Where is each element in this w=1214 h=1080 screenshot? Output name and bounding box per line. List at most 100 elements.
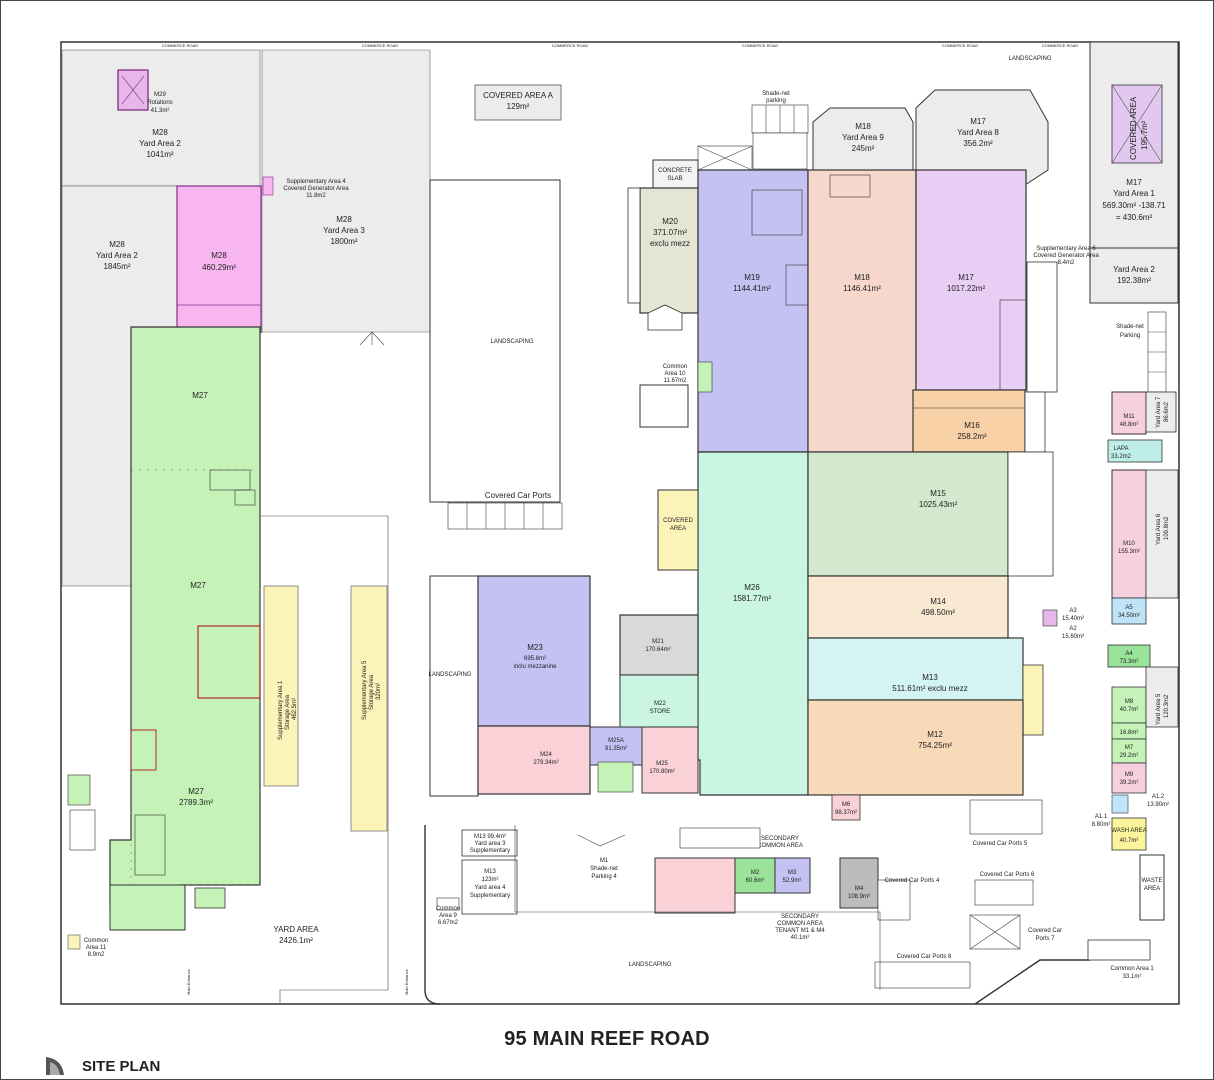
label: M13 (922, 673, 938, 682)
label: 195.7m² (1140, 120, 1149, 150)
zone-m18 (807, 169, 917, 453)
zone-m26 (697, 451, 809, 796)
label: 279.34m² (533, 760, 558, 766)
label: 91.35m² (605, 746, 627, 752)
zone-m4 (839, 857, 879, 909)
zone-common-area-9 (436, 897, 460, 911)
label: M23 (527, 643, 543, 652)
zone-m7 (1111, 738, 1147, 764)
legend: SITE PLAN (44, 1054, 160, 1078)
label: 1017.22m² (947, 284, 986, 293)
zone-m28-pink (176, 185, 262, 331)
label: STORE (650, 709, 671, 715)
label: Covered Car Ports 5 (973, 841, 1028, 847)
zone-m15 (807, 451, 1009, 577)
label: Area 9 (439, 913, 457, 919)
label: M18 (854, 273, 870, 282)
road-label: COMMERCE ROAD (1042, 43, 1079, 48)
label: Yard Area 9 (842, 133, 884, 142)
label: AREA (670, 526, 686, 532)
label: Covered Car (1028, 928, 1062, 934)
label: Yard Area 5 (1156, 693, 1162, 725)
label: 1800m² (330, 237, 357, 246)
label: AREA (1144, 886, 1160, 892)
zone-supp-area-5 (350, 585, 388, 832)
label: 73.3m² (1120, 659, 1139, 665)
label: 6.67m2 (438, 920, 459, 926)
label: exclu mezz (650, 239, 690, 248)
label: Yard Area 1 (1113, 189, 1155, 198)
label: Yard Area 2 (96, 251, 138, 260)
label: 371.07m² (653, 228, 687, 237)
label: Storage Area (285, 694, 291, 730)
label: 1845m² (103, 262, 130, 271)
label: 2789.3m² (179, 798, 213, 807)
label: Covered Car Ports 4 (885, 878, 940, 884)
label: 2426.1m² (279, 936, 313, 945)
label: M20 (662, 217, 678, 226)
label: Yard Area 8 (957, 128, 999, 137)
label: CONCRETE (658, 168, 692, 174)
zone-m21 (619, 614, 699, 676)
label: 1144.41m² (733, 284, 771, 293)
page-title: 95 MAIN REEF ROAD (504, 1028, 710, 1050)
label: M27 (188, 787, 204, 796)
label: SECONDARY (761, 836, 799, 842)
label: 1146.41m² (843, 284, 881, 293)
label: A3 (1069, 608, 1077, 614)
label: Parking 4 (591, 874, 617, 880)
zone-concrete-slab (652, 159, 699, 189)
label: Shade-net (590, 866, 618, 872)
label: 498.50m² (921, 608, 955, 617)
label: COMMON AREA (777, 921, 823, 927)
label: 109.8m2 (1164, 516, 1170, 540)
label: 356.2m² (963, 139, 993, 148)
zone-supp-area-1 (263, 585, 299, 787)
label: M8 (1125, 699, 1134, 705)
label: M24 (540, 752, 552, 758)
label: Yard area 3 (475, 841, 507, 847)
label: Yard Area 6 (1156, 513, 1162, 545)
label: 511.61m² exclu mezz (892, 684, 967, 693)
zone-m27 (109, 326, 261, 906)
label: parking (766, 98, 786, 104)
road-label: COMMERCE ROAD (362, 43, 399, 48)
label: 170.64m² (645, 647, 670, 653)
label: Yard Area 7 (1156, 396, 1162, 428)
label: Yard area 4 (475, 885, 507, 891)
label: M13 (484, 869, 496, 875)
label: 8.80m² (1092, 822, 1111, 828)
label: M4 (855, 886, 864, 892)
zone-covered-area-mid (657, 489, 699, 571)
road-label: COMMERCE ROAD (162, 43, 199, 48)
road-label: COMMERCE ROAD (942, 43, 979, 48)
label: M28 (109, 240, 125, 249)
label: TENANT M1 & M4 (775, 928, 825, 934)
label: LANDSCAPING (628, 962, 671, 968)
label: M21 (652, 639, 664, 645)
label: Main Entrance (404, 968, 409, 995)
zone-m13-yard3 (461, 829, 518, 857)
zone-a4 (1107, 644, 1151, 668)
zone-common-area-1 (1087, 939, 1151, 961)
label: 1041m² (146, 150, 173, 159)
label: Supplementary Area 4 (286, 179, 346, 185)
label: 33.1m² (1123, 974, 1142, 980)
label: 15.40m² (1062, 616, 1084, 622)
label: 40.7m² (1120, 838, 1139, 844)
label: M19 (744, 273, 760, 282)
zone-common-area-10 (697, 361, 713, 393)
label: COMMON AREA (757, 843, 803, 849)
label: 754.25m² (918, 741, 952, 750)
zone-m19 (697, 169, 809, 453)
label: Shade-net (762, 91, 790, 97)
site-plan-drawing: COMMERCE ROAD COMMERCE ROAD COMMERCE ROA… (60, 41, 1180, 1005)
label: 192.38m² (1117, 276, 1151, 285)
label: 39.2m² (1120, 780, 1139, 786)
label: 33.2m2 (1111, 454, 1132, 460)
label: Supplementary (470, 893, 510, 899)
label: LAPA (1114, 446, 1129, 452)
label: M12 (927, 730, 943, 739)
zone-landscaping-left (429, 575, 479, 797)
label: Area 10 (664, 371, 686, 377)
